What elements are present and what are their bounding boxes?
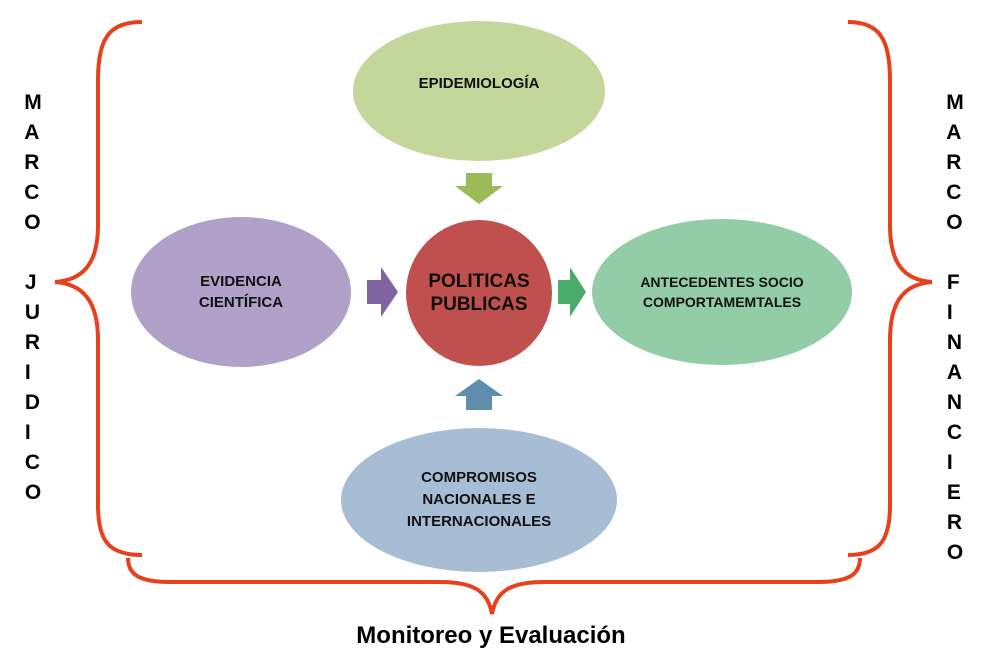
vertical-letter: M [24, 91, 42, 114]
compromisos-line2: NACIONALES E [422, 491, 536, 508]
antecedentes-line2: COMPORTAMEMTALES [642, 294, 802, 310]
vertical-letter: O [24, 481, 42, 504]
epidemiologia-node [353, 21, 605, 161]
arrow-down [455, 173, 503, 204]
vertical-letter: D [24, 391, 40, 414]
vertical-letter: I [946, 451, 953, 474]
vertical-letter: C [24, 181, 40, 204]
right-brace [847, 20, 933, 557]
arrow-right-purple [367, 267, 398, 317]
vertical-letter: J [24, 271, 37, 294]
vertical-letter: N [946, 331, 962, 354]
bottom-brace [126, 557, 862, 615]
vertical-letter: I [24, 421, 31, 444]
epidemiologia-text: EPIDEMIOLOGÍA [418, 74, 540, 92]
vertical-letter: A [946, 361, 962, 384]
politicas-line2: PUBLICAS [430, 294, 528, 315]
arrow-right-green [558, 267, 586, 317]
vertical-letter: O [24, 211, 41, 234]
antecedentes-label: ANTECEDENTES SOCIO COMPORTAMEMTALES [607, 268, 837, 316]
vertical-letter: R [946, 151, 962, 174]
vertical-letter: N [946, 391, 962, 414]
antecedentes-node [592, 219, 852, 365]
vertical-letter: O [946, 211, 963, 234]
vertical-letter: I [946, 301, 953, 324]
evidencia-line2: CIENTÍFICA [198, 294, 284, 311]
vertical-letter: C [946, 421, 962, 444]
politicas-node [406, 220, 552, 366]
evidencia-line1: EVIDENCIA [200, 273, 282, 290]
vertical-letter: A [946, 121, 962, 144]
vertical-letter: E [946, 481, 961, 504]
vertical-letter: C [24, 451, 40, 474]
vertical-letter: R [24, 151, 40, 174]
evidencia-label: EVIDENCIA CIENTÍFICA [150, 268, 332, 316]
vertical-letter: C [946, 181, 962, 204]
arrow-up [455, 379, 503, 410]
vertical-letter: F [946, 271, 960, 294]
compromisos-line3: INTERNACIONALES [406, 513, 552, 530]
evidencia-node [131, 217, 351, 367]
vertical-letter: R [946, 511, 962, 534]
vertical-letter: M [946, 91, 964, 114]
vertical-letter: I [24, 361, 31, 384]
monitoreo-evaluacion-label: Monitoreo y Evaluación [356, 622, 626, 649]
politicas-label: POLITICAS PUBLICAS [409, 266, 549, 320]
epidemiologia-label: EPIDEMIOLOGÍA [379, 66, 579, 100]
vertical-letter: O [946, 541, 964, 564]
compromisos-label: COMPROMISOS NACIONALES E INTERNACIONALES [364, 465, 594, 535]
left-brace [54, 20, 143, 557]
vertical-letter: A [24, 121, 40, 144]
politicas-line1: POLITICAS [428, 271, 530, 292]
vertical-letter: U [24, 301, 40, 324]
compromisos-line1: COMPROMISOS [421, 469, 537, 486]
antecedentes-line1: ANTECEDENTES SOCIO [640, 274, 804, 290]
vertical-letter: R [24, 331, 40, 354]
compromisos-node [341, 428, 617, 572]
